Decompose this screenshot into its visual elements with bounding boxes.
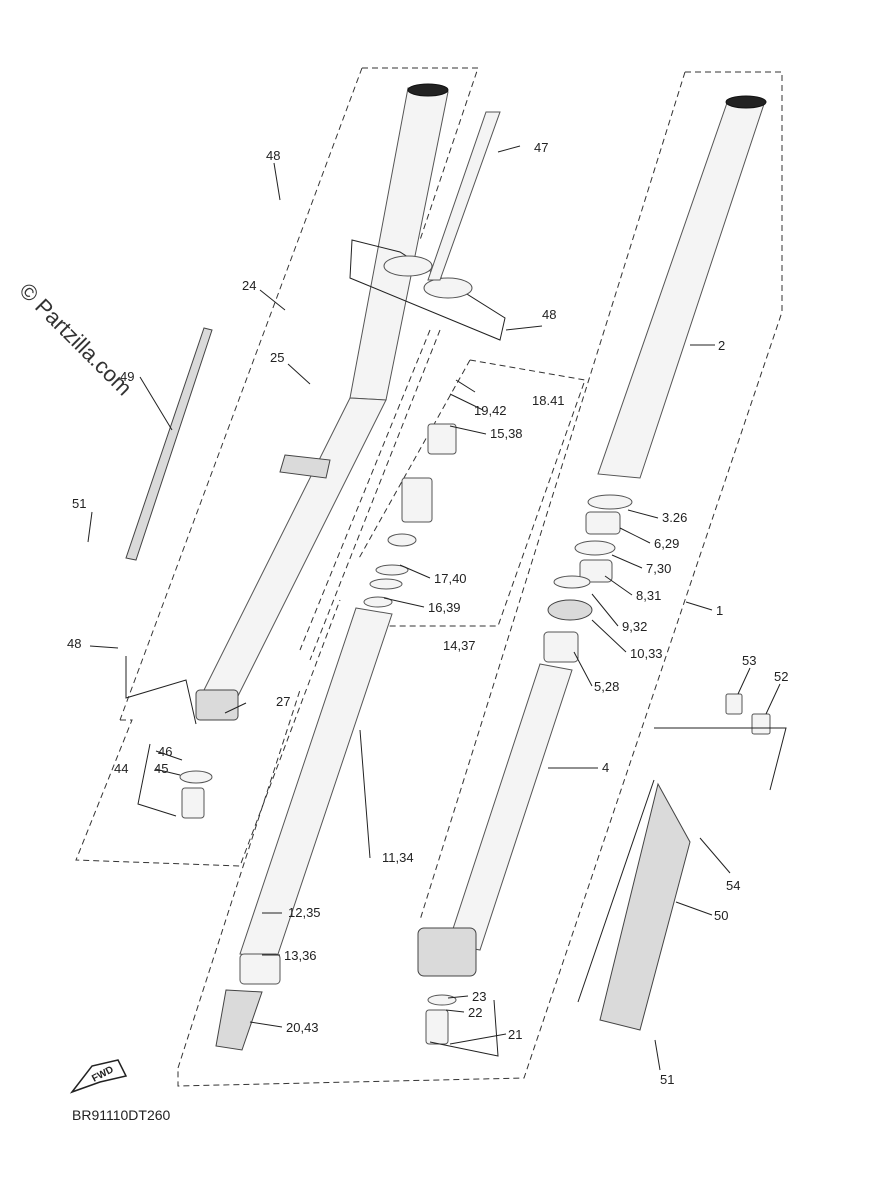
callout-19-42: 19,42 — [474, 403, 507, 418]
fork-assembly-left — [195, 83, 506, 721]
callout-22: 22 — [468, 1005, 482, 1020]
diagram-code: BR91110DT260 — [72, 1107, 171, 1123]
callout-1: 1 — [716, 603, 723, 618]
callout-24: 24 — [242, 278, 256, 293]
callout-45: 45 — [154, 761, 168, 776]
callout-17-40: 17,40 — [434, 571, 467, 586]
callout-48-mid: 48 — [542, 307, 556, 322]
leader-lines — [87, 145, 787, 1071]
callout-48-left: 48 — [67, 636, 81, 651]
callout-18-41: 18.41 — [532, 393, 565, 408]
callout-11-34: 11,34 — [382, 850, 414, 865]
callout-12-35: 12,35 — [288, 905, 321, 920]
callout-53: 53 — [742, 653, 756, 668]
callout-2: 2 — [718, 338, 725, 353]
callout-5-28: 5,28 — [594, 679, 619, 694]
cartridge-parts — [363, 423, 457, 608]
callout-52: 52 — [774, 669, 788, 684]
callout-21: 21 — [508, 1027, 522, 1042]
inner-tube-11 — [215, 607, 393, 1051]
assembly-outline-right — [177, 71, 783, 1087]
callout-44: 44 — [114, 761, 128, 776]
callout-20-43: 20,43 — [286, 1020, 319, 1035]
callout-51-bottom: 51 — [660, 1072, 674, 1087]
callout-50: 50 — [714, 908, 728, 923]
callout-49: 49 — [120, 369, 134, 384]
callout-7-30: 7,30 — [646, 561, 671, 576]
small-hardware — [179, 693, 771, 1045]
callout-3-26: 3.26 — [662, 510, 687, 525]
callout-16-39: 16,39 — [428, 600, 461, 615]
callout-47: 47 — [534, 140, 548, 155]
callout-23: 23 — [472, 989, 486, 1004]
callout-10-33: 10,33 — [630, 646, 663, 661]
callout-8-31: 8,31 — [636, 588, 661, 603]
callout-51-left: 51 — [72, 496, 86, 511]
callout-27: 27 — [276, 694, 290, 709]
callout-4: 4 — [602, 760, 609, 775]
callout-15-38: 15,38 — [490, 426, 523, 441]
watermark: © Partzilla.com — [14, 278, 137, 401]
assembly-outline-left — [75, 67, 479, 867]
callout-46: 46 — [158, 744, 172, 759]
callout-6-29: 6,29 — [654, 536, 679, 551]
inner-rod-49 — [125, 327, 213, 561]
fork-assembly-right — [417, 95, 767, 977]
callout-9-32: 9,32 — [622, 619, 647, 634]
callout-14-37: 14,37 — [443, 638, 476, 653]
assembly-outline-inner — [299, 329, 586, 661]
callout-labels: 48 47 24 48 2 25 49 18.41 19,42 15,38 51… — [67, 140, 788, 1087]
callout-13-36: 13,36 — [284, 948, 317, 963]
fwd-arrow-icon: FWD — [69, 1059, 128, 1094]
callout-54: 54 — [726, 878, 740, 893]
fork-guard-50 — [577, 779, 691, 1031]
callout-25: 25 — [270, 350, 284, 365]
callout-48-top: 48 — [266, 148, 280, 163]
